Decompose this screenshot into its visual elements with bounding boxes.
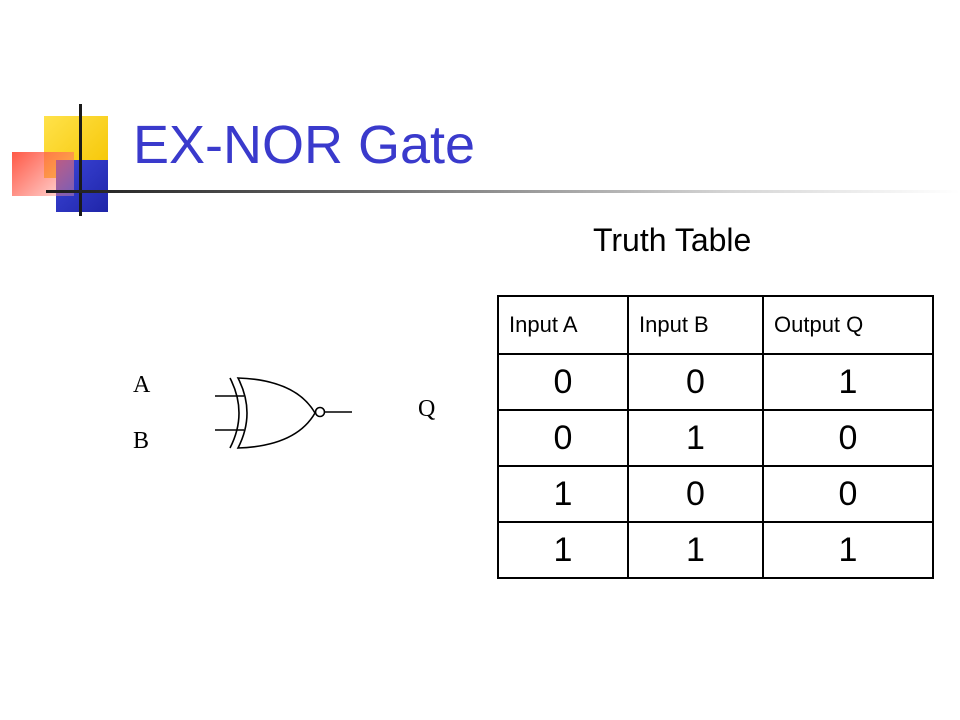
table-row: 0 0 1 <box>497 353 934 411</box>
cell-input-a: 0 <box>497 409 629 467</box>
title-underline <box>46 190 960 193</box>
cell-input-b: 1 <box>627 409 764 467</box>
table-row: 1 0 0 <box>497 465 934 523</box>
truth-table-heading: Truth Table <box>593 222 752 258</box>
decor-red-square <box>12 152 74 196</box>
xnor-gate-symbol <box>215 377 352 449</box>
output-q-label: Q <box>418 396 436 422</box>
cell-input-a: 1 <box>497 465 629 523</box>
table-row: 0 1 0 <box>497 409 934 467</box>
truth-table: Input A Input B Output Q 0 0 1 0 1 0 1 0… <box>497 295 934 579</box>
slide-title: EX-NOR Gate <box>133 115 476 175</box>
input-b-label: B <box>133 428 150 454</box>
header-output-q: Output Q <box>762 295 934 355</box>
input-a-label: A <box>133 372 151 398</box>
cell-output-q: 1 <box>762 353 934 411</box>
cell-output-q: 0 <box>762 409 934 467</box>
cell-output-q: 0 <box>762 465 934 523</box>
cell-input-b: 0 <box>627 465 764 523</box>
inversion-bubble <box>314 406 326 418</box>
header-input-b: Input B <box>627 295 764 355</box>
gate-body <box>236 377 316 449</box>
table-row: 1 1 1 <box>497 521 934 579</box>
decor-vertical-line <box>79 104 82 216</box>
cell-input-a: 1 <box>497 521 629 579</box>
header-input-a: Input A <box>497 295 629 355</box>
table-header-row: Input A Input B Output Q <box>497 295 934 355</box>
cell-input-b: 0 <box>627 353 764 411</box>
cell-output-q: 1 <box>762 521 934 579</box>
cell-input-a: 0 <box>497 353 629 411</box>
gate-extra-input-arc <box>229 377 240 449</box>
cell-input-b: 1 <box>627 521 764 579</box>
